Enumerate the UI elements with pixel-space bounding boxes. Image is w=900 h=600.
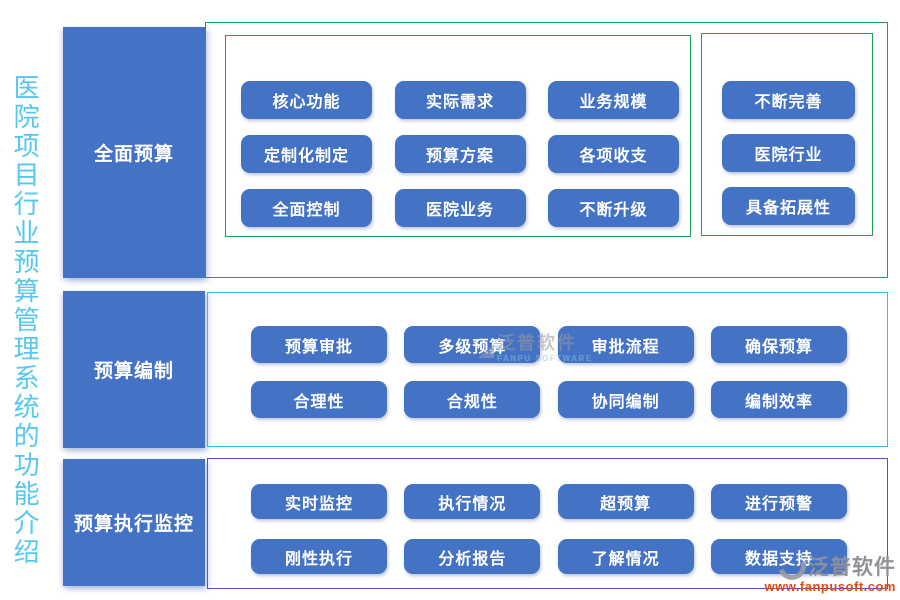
button-row: 核心功能 实际需求 业务规模 xyxy=(241,81,679,119)
feature-item: 协同编制 xyxy=(557,381,694,418)
section2-frame: 预算审批 多级预算 审批流程 确保预算 合理性 合规性 协同编制 编制效率 xyxy=(207,292,888,447)
button-row: 实时监控 执行情况 超预算 进行预警 xyxy=(251,484,847,519)
section-label-comprehensive-budget: 全面预算 xyxy=(63,27,205,278)
feature-item: 合规性 xyxy=(404,381,541,418)
button-row: 全面控制 医院业务 不断升级 xyxy=(241,189,679,227)
feature-item: 不断完善 xyxy=(722,81,855,119)
feature-item: 定制化制定 xyxy=(241,135,372,173)
feature-item: 超预算 xyxy=(557,484,694,519)
feature-item: 编制效率 xyxy=(710,381,847,418)
feature-item: 不断升级 xyxy=(548,189,679,227)
feature-item: 数据支持 xyxy=(710,539,847,574)
feature-item: 分析报告 xyxy=(404,539,541,574)
feature-item: 具备拓展性 xyxy=(722,187,855,225)
feature-item: 审批流程 xyxy=(557,326,694,363)
feature-item: 刚性执行 xyxy=(251,539,387,574)
feature-item: 核心功能 xyxy=(241,81,372,119)
feature-item: 实际需求 xyxy=(394,81,526,119)
button-row: 合理性 合规性 协同编制 编制效率 xyxy=(251,381,847,418)
section-label-budget-preparation: 预算编制 xyxy=(63,291,205,448)
feature-item: 合理性 xyxy=(251,381,387,418)
feature-item: 预算方案 xyxy=(394,135,526,173)
button-row: 刚性执行 分析报告 了解情况 数据支持 xyxy=(251,539,847,574)
feature-item: 了解情况 xyxy=(557,539,694,574)
feature-item: 全面控制 xyxy=(241,189,372,227)
button-row: 预算审批 多级预算 审批流程 确保预算 xyxy=(251,326,847,363)
section3-frame: 实时监控 执行情况 超预算 进行预警 刚性执行 分析报告 了解情况 数据支持 xyxy=(207,458,888,589)
button-row: 定制化制定 预算方案 各项收支 xyxy=(241,135,679,173)
section1-side-group-frame: 不断完善 医院行业 具备拓展性 xyxy=(701,33,873,236)
feature-item: 业务规模 xyxy=(548,81,679,119)
feature-item: 医院行业 xyxy=(722,134,855,172)
section1-main-group-frame: 核心功能 实际需求 业务规模 定制化制定 预算方案 各项收支 全面控制 医院业务… xyxy=(225,35,691,237)
page-title: 医院项目行业预算管理系统的功能介绍 xyxy=(9,74,40,567)
section-label-budget-execution-monitoring: 预算执行监控 xyxy=(63,459,205,586)
feature-item: 医院业务 xyxy=(394,189,526,227)
feature-item: 各项收支 xyxy=(548,135,679,173)
feature-item: 进行预警 xyxy=(710,484,847,519)
feature-item: 多级预算 xyxy=(404,326,541,363)
feature-item: 实时监控 xyxy=(251,484,387,519)
feature-item: 预算审批 xyxy=(251,326,387,363)
section1-outer-frame xyxy=(205,22,888,278)
feature-item: 确保预算 xyxy=(710,326,847,363)
feature-item: 执行情况 xyxy=(404,484,541,519)
